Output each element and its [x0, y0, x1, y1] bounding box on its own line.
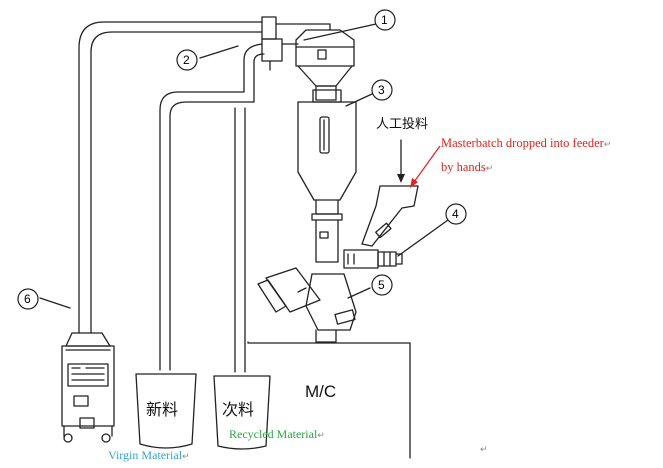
callout-2: 2: [183, 53, 190, 67]
bin-virgin: [135, 373, 197, 449]
hose-main: [78, 21, 263, 334]
callout-circle-1: [374, 9, 396, 31]
hose-main-inner: [90, 31, 263, 334]
machine-body: [247, 341, 411, 459]
callout-4: 4: [452, 207, 459, 221]
manual-feed-label: 人工投料: [376, 117, 429, 132]
recycled-material-annotation: Recycled Material↵: [229, 427, 325, 441]
feeder-hopper: [361, 185, 419, 247]
hose-virgin-inner: [169, 53, 265, 371]
callout-circle-6: [17, 288, 39, 310]
loader-6: [65, 332, 111, 347]
red-arrow: [413, 145, 441, 183]
valve-2: [261, 16, 277, 40]
masterbatch-annotation-line2: by hands↵: [441, 160, 494, 174]
callout-1: 1: [381, 13, 388, 27]
callout-circle-5: [371, 274, 393, 296]
callout-3: 3: [378, 83, 385, 97]
bin-recycled: [213, 375, 271, 450]
hose-virgin: [159, 43, 263, 371]
new-material-label: 新料: [146, 400, 179, 419]
callout-circle-3: [371, 79, 393, 101]
receiver-1: [295, 29, 355, 67]
machine-label: M/C: [305, 382, 337, 401]
recycled-material-label: 次料: [222, 400, 255, 419]
callout-5: 5: [378, 278, 385, 292]
virgin-material-annotation: Virgin Material↵: [108, 448, 190, 462]
doser-4: [343, 249, 379, 269]
callout-6: 6: [24, 292, 31, 306]
callout-circle-2: [176, 49, 198, 71]
callout-circle-4: [445, 203, 467, 225]
paragraph-mark: ↵: [480, 445, 488, 455]
masterbatch-annotation-line1: Masterbatch dropped into feeder↵: [441, 136, 612, 150]
